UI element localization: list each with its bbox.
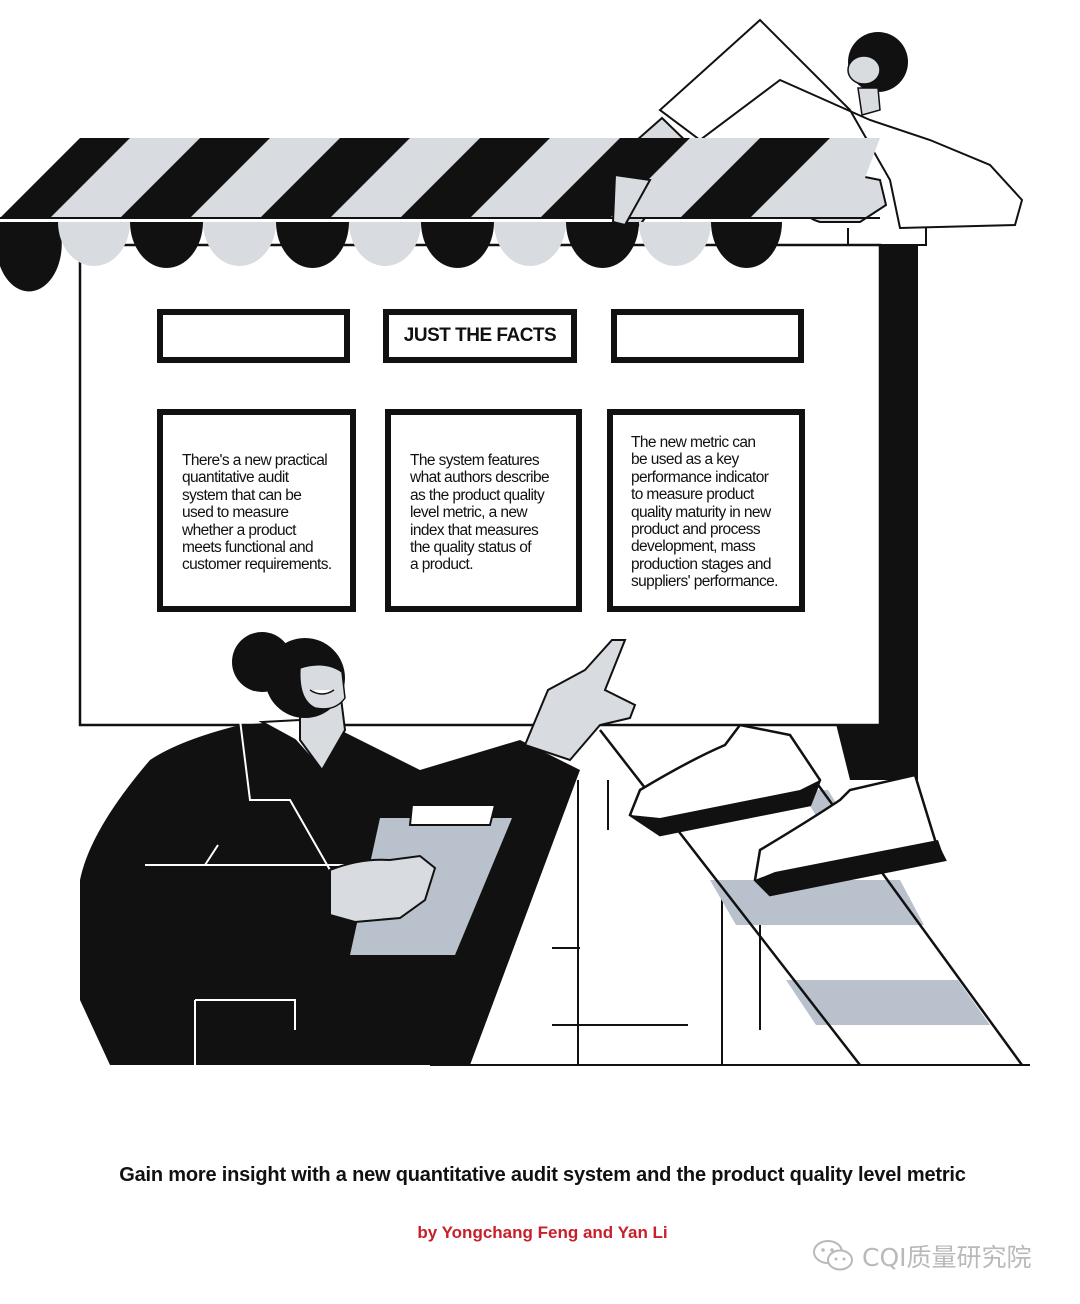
- article-byline: by Yongchang Feng and Yan Li: [417, 1223, 668, 1242]
- watermark-text: CQI质量研究院: [862, 1243, 1032, 1272]
- fact-panel-1-text: There's a new practical quantitative aud…: [182, 452, 332, 574]
- watermark: CQI质量研究院: [812, 1236, 1032, 1276]
- striped-awning: [0, 138, 880, 292]
- wechat-icon: [813, 1240, 853, 1271]
- article-headline: Gain more insight with a new quantitativ…: [119, 1164, 966, 1186]
- just-the-facts-label: JUST THE FACTS: [403, 325, 557, 346]
- facts-board: [78, 243, 882, 727]
- fact-panel-2-text: The system features what authors describ…: [410, 452, 550, 574]
- fact-panel-3-text: The new metric can be used as a key perf…: [631, 434, 778, 591]
- woman-figure: [80, 632, 637, 1065]
- storefront-illustration: [0, 18, 1030, 1066]
